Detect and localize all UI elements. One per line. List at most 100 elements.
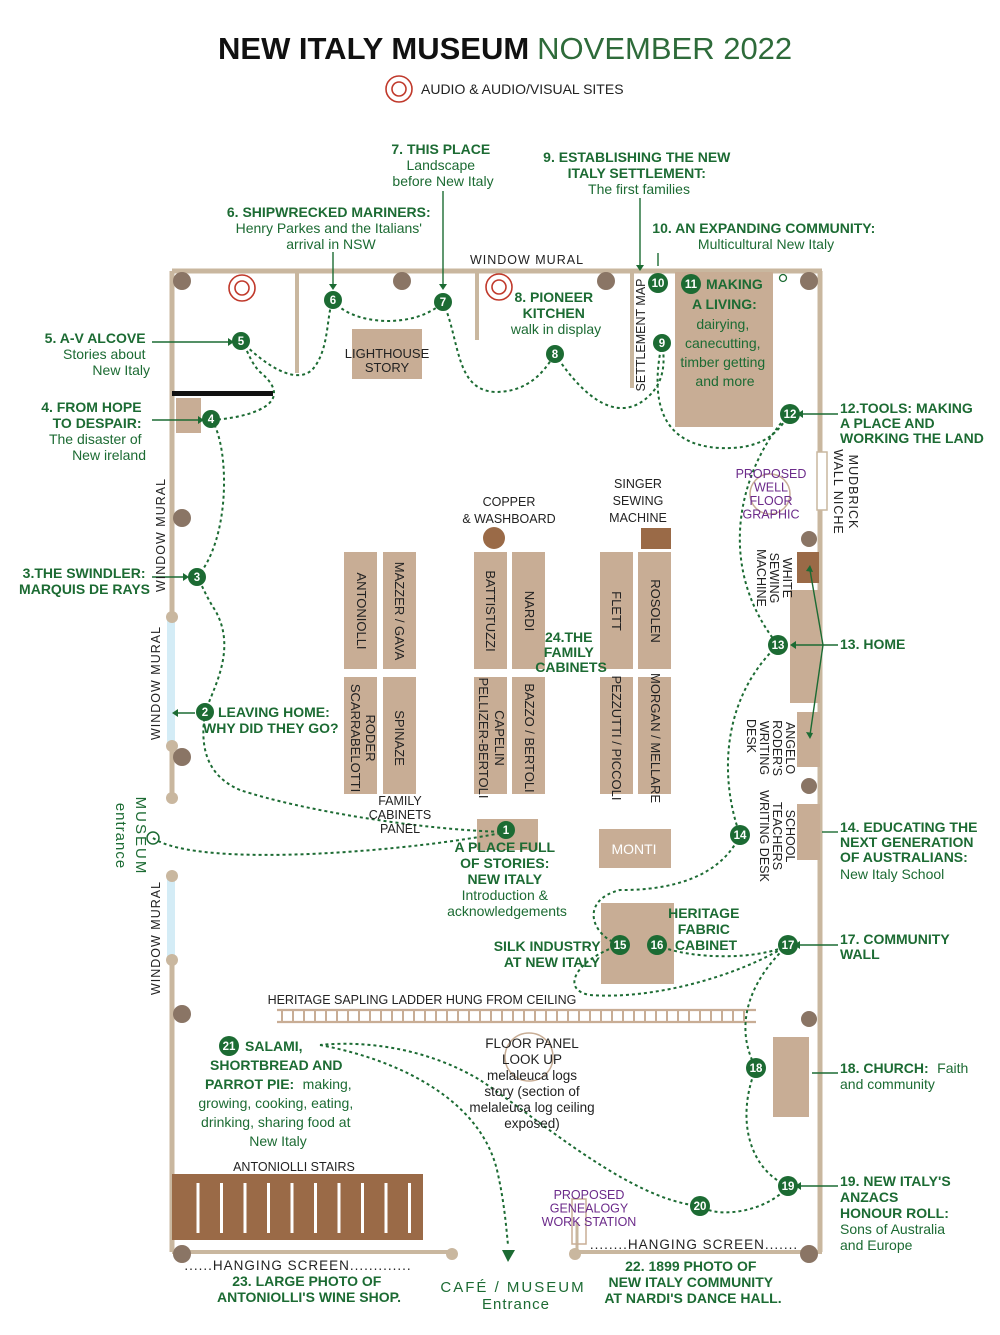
stop-marker-14[interactable]: 14	[730, 825, 750, 845]
stop-marker-16[interactable]: 16	[647, 935, 667, 955]
stop-marker-19[interactable]: 19	[778, 1176, 798, 1196]
stop-marker-11[interactable]: 11	[681, 274, 701, 294]
stop-label-15: SILK INDUSTRY AT NEW ITALY	[494, 938, 605, 970]
stop-marker-9[interactable]: 9	[653, 334, 671, 352]
svg-text:8: 8	[552, 349, 559, 361]
window-mural-top: WINDOW MURAL	[470, 253, 584, 267]
stop-marker-1[interactable]: 1	[497, 821, 515, 839]
stop-label-3: 3.THE SWINDLER: MARQUIS DE RAYS	[19, 565, 150, 597]
angelo-desk-label-2: RODER'S	[770, 720, 784, 776]
svg-text:6: 6	[330, 295, 336, 307]
cabinet-bazzo-bertoli: BAZZO / BERTOLI	[522, 683, 537, 792]
stop-marker-20[interactable]: 20	[690, 1196, 710, 1216]
white-sewing-label-3: MACHINE	[754, 549, 768, 607]
stop-marker-21[interactable]: 21	[219, 1036, 239, 1056]
svg-text:11: 11	[685, 279, 698, 291]
svg-text:14: 14	[734, 830, 747, 842]
stop-label-10: 10. AN EXPANDING COMMUNITY: Multicultura…	[652, 220, 879, 252]
svg-text:2: 2	[202, 707, 208, 719]
stop-label-17: 17. COMMUNITY WALL	[840, 931, 954, 962]
svg-text:5: 5	[238, 336, 245, 348]
cafe-entrance-label-1: CAFÉ / MUSEUM	[440, 1279, 585, 1296]
stop-label-4: 4. FROM HOPE TO DESPAIR: The disaster of…	[41, 399, 146, 463]
stop-label-5: 5. A-V ALCOVE Stories about New Italy	[45, 330, 150, 378]
stop-marker-4[interactable]: 4	[202, 410, 220, 428]
settlement-map-label: SETTLEMENT MAP	[634, 279, 648, 392]
cabinet-scarrabelotti: SCARRABELOTTI	[348, 684, 363, 792]
stop-label-22: 22. 1899 PHOTO OF NEW ITALY COMMUNITY AT…	[604, 1258, 781, 1306]
stop-marker-15[interactable]: 15	[610, 935, 630, 955]
stop-label-18: 18. CHURCH: Faith and community	[840, 1060, 973, 1092]
stop-marker-8[interactable]: 8	[546, 345, 564, 363]
stop-marker-7[interactable]: 7	[434, 293, 452, 311]
svg-text:19: 19	[782, 1181, 795, 1193]
stop-label-13: 13. HOME	[840, 636, 905, 652]
school-desk-label-3: WRITING DESK	[757, 790, 771, 882]
school-desk-label-2: TEACHERS	[770, 802, 784, 870]
stop-marker-18[interactable]: 18	[746, 1058, 766, 1078]
stop-label-19: 19. NEW ITALY'S ANZACS HONOUR ROLL: Sons…	[840, 1173, 955, 1253]
angelo-desk-label-1: ANGELO	[783, 722, 797, 774]
svg-text:13: 13	[772, 640, 785, 652]
stop-marker-3[interactable]: 3	[188, 568, 206, 586]
proposed-well-circle	[749, 473, 791, 515]
singer-machine	[641, 528, 671, 549]
stop-marker-12[interactable]: 12	[780, 404, 800, 424]
mudbrick-label-2: WALL NICHE	[831, 449, 845, 534]
cabinet-battistuzzi: BATTISTUZZI	[483, 570, 498, 651]
svg-text:7: 7	[440, 297, 446, 309]
stop-marker-10[interactable]: 10	[648, 273, 668, 293]
stop-label-6: 6. SHIPWRECKED MARINERS: Henry Parkes an…	[227, 204, 435, 252]
building-outline	[167, 268, 828, 1254]
white-sewing-machine	[797, 552, 819, 583]
svg-text:4: 4	[208, 414, 215, 426]
wall-posts	[146, 272, 818, 1263]
window-left-2	[167, 877, 175, 960]
stop-marker-6[interactable]: 6	[324, 291, 342, 309]
heritage-ladder	[277, 1008, 756, 1024]
stop-marker-13[interactable]: 13	[768, 635, 788, 655]
school-desk-label-1: SCHOOL	[783, 810, 797, 863]
svg-text:1: 1	[503, 825, 510, 837]
cabinet-rosolen: ROSOLEN	[648, 579, 663, 643]
stop-label-21: SALAMI, SHORTBREAD AND PARROT PIE: makin…	[198, 1038, 357, 1149]
window-mural-left-3: WINDOW MURAL	[149, 881, 163, 995]
svg-text:3: 3	[194, 572, 200, 584]
cafe-entrance-label-2: Entrance	[482, 1296, 550, 1313]
white-sewing-label-2: SEWING	[767, 553, 781, 604]
svg-text:20: 20	[694, 1201, 707, 1213]
cabinet-capelin: CAPELIN	[492, 710, 507, 766]
stop-label-2: LEAVING HOME: WHY DID THEY GO?	[203, 704, 339, 736]
svg-text:12: 12	[784, 409, 797, 421]
copper-washboard	[483, 527, 505, 549]
audio-site-icon	[228, 274, 256, 302]
making-living-block	[675, 272, 773, 427]
heritage-ladder-label: HERITAGE SAPLING LADDER HUNG FROM CEILIN…	[268, 993, 577, 1007]
white-sewing-label-1: WHITE	[780, 558, 794, 598]
cabinet-flett: FLETT	[609, 591, 624, 631]
label-arrows	[152, 191, 838, 1190]
svg-text:9: 9	[659, 338, 665, 350]
stop-label-12: 12.TOOLS: MAKING A PLACE AND WORKING THE…	[840, 400, 984, 446]
stop-label-24: 24.THE FAMILY CABINETS	[535, 629, 607, 675]
window-left-1	[167, 618, 175, 745]
stop-marker-17[interactable]: 17	[778, 935, 798, 955]
cabinet-pellizer-bertoli: PELLIZER-BERTOLI	[476, 678, 491, 799]
stop-label-23: 23. LARGE PHOTO OF ANTONIOLLI'S WINE SHO…	[217, 1273, 401, 1305]
svg-text:15: 15	[614, 940, 627, 952]
cabinet-morgan-mellare: MORGAN / MELLARE	[648, 673, 663, 803]
legend: AUDIO & AUDIO/VISUAL SITES	[385, 75, 624, 103]
school-desk-block	[797, 804, 820, 860]
stop-marker-5[interactable]: 5	[232, 332, 250, 350]
cabinet-antoniolli: ANTONIOLLI	[354, 572, 369, 649]
stop-label-8: 8. PIONEER KITCHEN walk in display	[510, 289, 601, 337]
hope-block	[176, 398, 201, 433]
stop-marker-2[interactable]: 2	[196, 703, 214, 721]
stop-label-11: MAKING A LIVING: dairying, canecutting, …	[680, 276, 769, 389]
window-mural-left-1: WINDOW MURAL	[154, 478, 168, 592]
monti-block	[599, 829, 671, 868]
